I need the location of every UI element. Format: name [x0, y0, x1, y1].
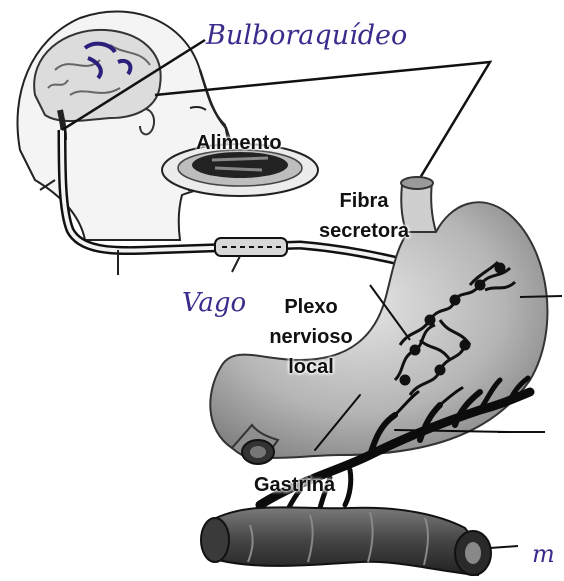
label-gastrina: Gastrina [254, 474, 335, 496]
label-alimento: Alimento [196, 132, 282, 154]
pointer-bundle-tick [232, 256, 240, 272]
label-bulboraquideo: Bulboraquídeo [206, 20, 407, 51]
label-plexo-nervioso-local: Plexo nervioso local [262, 296, 360, 378]
label-fibra-line1: Fibra [316, 190, 412, 212]
label-corner-mark: m [532, 540, 555, 568]
intestine [201, 507, 518, 575]
label-fibra-secretora: Fibra secretora [316, 190, 412, 242]
label-plexo-line3: local [262, 356, 360, 378]
label-plexo-line2: nervioso [262, 326, 360, 348]
label-plexo-line1: Plexo [262, 296, 360, 318]
stomach-right-pointer [520, 296, 562, 297]
label-vago: Vago [182, 288, 246, 318]
intestine-pointer [490, 546, 518, 548]
esophagus-opening [401, 177, 433, 189]
label-fibra-line2: secretora [316, 220, 412, 242]
